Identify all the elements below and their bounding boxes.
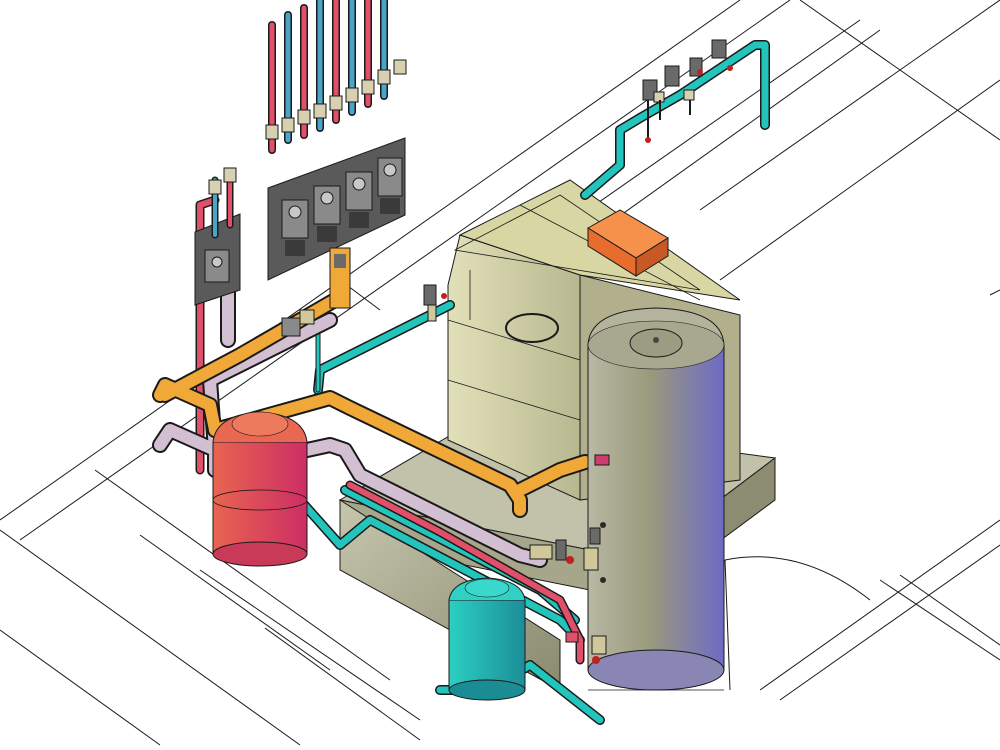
pump-group-1 — [281, 199, 309, 256]
valve-icon — [565, 631, 579, 643]
valve-icon — [594, 454, 610, 466]
pump-manifold — [265, 0, 407, 309]
valve-icon — [423, 284, 447, 322]
burner — [587, 209, 669, 277]
inspection-ring — [505, 313, 559, 343]
valve-icon — [529, 539, 574, 564]
valve-icon — [591, 635, 607, 664]
valve-icon — [583, 527, 601, 571]
hot-water-cylinder — [587, 307, 725, 691]
inline-valves — [281, 284, 610, 664]
pump-group-2 — [313, 185, 341, 242]
pump-group-4 — [377, 157, 403, 214]
heating-expansion-vessel — [212, 411, 308, 567]
dhw-expansion-vessel — [448, 577, 526, 701]
pump-group-3 — [345, 171, 373, 228]
gas-meter-assembly — [642, 39, 733, 143]
valve-icon — [281, 309, 315, 337]
zone-manifold — [194, 167, 241, 306]
